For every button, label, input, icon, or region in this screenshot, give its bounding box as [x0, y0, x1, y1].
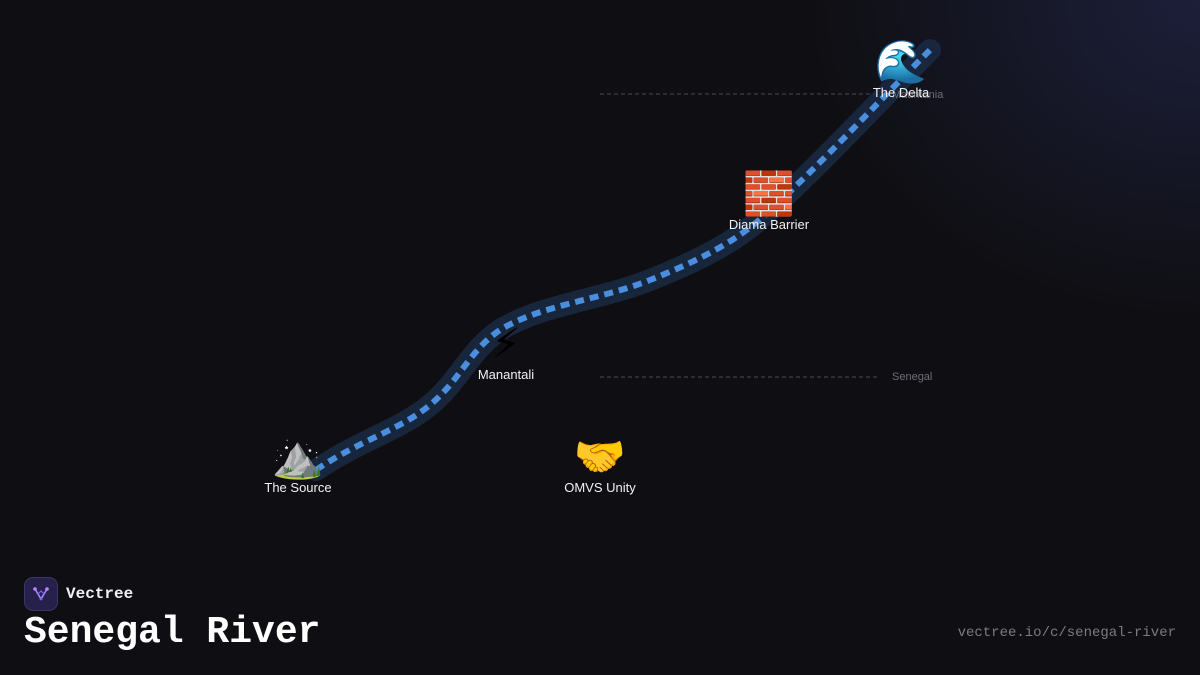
node-label: Diama Barrier	[728, 217, 810, 232]
node-label: OMVS Unity	[564, 480, 636, 495]
river-path	[314, 47, 933, 473]
vectree-branch-icon	[24, 577, 58, 611]
brand-name: Vectree	[66, 585, 134, 603]
node-label: The Delta	[872, 85, 930, 100]
river-halo	[305, 39, 941, 481]
lightning-icon: ⚡	[491, 319, 521, 368]
node-label: Manantali	[477, 367, 535, 382]
mountain-icon: ⛰️	[271, 432, 325, 481]
node-the-delta[interactable]: 🌊 The Delta	[821, 39, 981, 101]
node-the-source[interactable]: ⛰️ The Source	[218, 434, 378, 496]
handshake-icon: 🤝	[573, 432, 627, 481]
page-url[interactable]: vectree.io/c/senegal-river	[957, 625, 1176, 641]
boundary-label-senegal: Senegal	[892, 371, 933, 383]
node-manantali[interactable]: ⚡ Manantali	[426, 321, 586, 383]
brick-wall-icon: 🧱	[742, 169, 796, 218]
node-label: The Source	[264, 480, 332, 495]
wave-icon: 🌊	[874, 37, 928, 86]
boundary-label-mauritania: Mauritania	[892, 89, 944, 101]
brand[interactable]: Vectree	[24, 577, 133, 611]
node-diama-barrier[interactable]: 🧱 Diama Barrier	[689, 171, 849, 233]
page-title: Senegal River	[24, 611, 321, 654]
node-omvs-unity[interactable]: 🤝 OMVS Unity	[520, 434, 680, 496]
